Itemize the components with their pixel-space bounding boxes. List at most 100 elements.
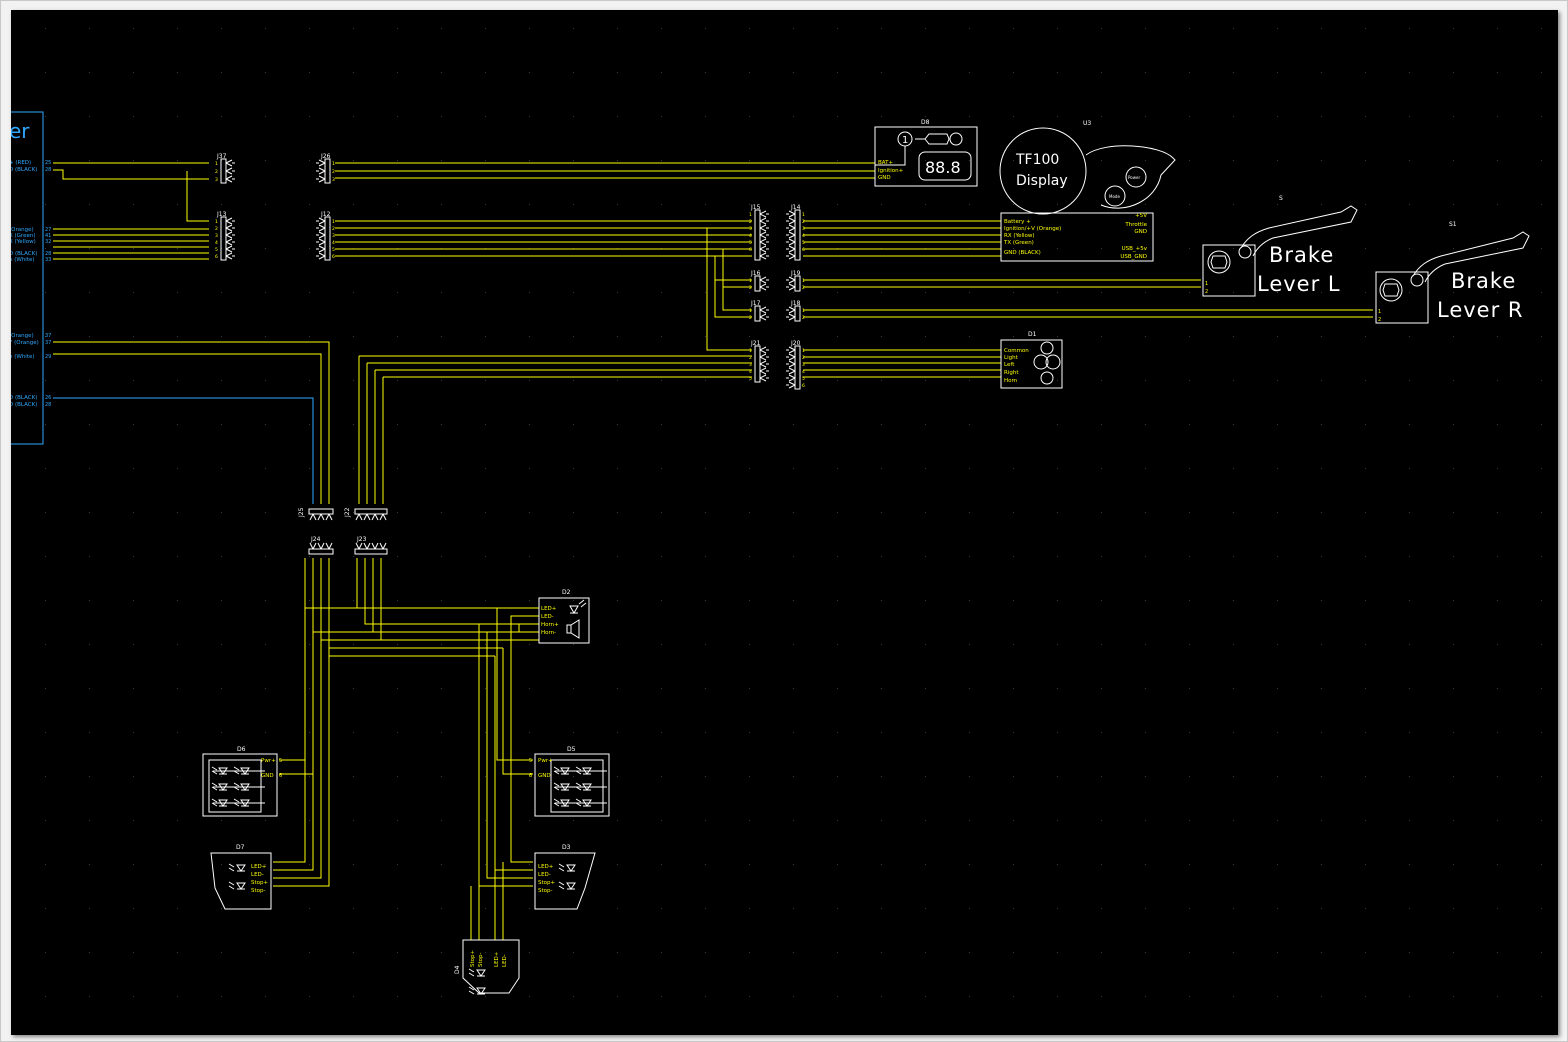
pin-number: 1 [749, 278, 752, 284]
pin-label: USB_+5v [1122, 246, 1148, 252]
svg-text:1: 1 [1378, 309, 1381, 315]
brake-l-body [1202, 244, 1256, 297]
svg-text:5: 5 [529, 758, 532, 764]
d8-pin-gnd: GND [878, 175, 891, 181]
connector-label: J37 [216, 153, 227, 160]
d8-ignition-meter[interactable]: D8 1 88.8 BAT+ Ignition+ GND [874, 119, 978, 187]
pin-number: 2 [215, 169, 218, 175]
pin-number: 1 [749, 348, 752, 354]
d2-horn-module[interactable]: D2 LED+LED-Horn+Horn- [538, 589, 590, 644]
pin-label: GND (BLACK) [1004, 250, 1041, 256]
d8-pin-bat: BAT+ [878, 160, 893, 166]
controller-pin-number: 28 [45, 251, 51, 257]
pin-number: 2 [332, 226, 335, 232]
controller-pin-number: 29 [45, 354, 51, 360]
display-connector-box [1000, 212, 1154, 262]
connector-label: J19 [790, 270, 801, 277]
pin-label: Horn- [541, 630, 556, 636]
pin-number: 6 [802, 247, 805, 253]
d4-tail-light[interactable]: D4 Stop+Stop-LED+LED- [454, 939, 520, 995]
controller-block[interactable]: er + (RED)25D (BLACK)28(Orange)27X (Gree… [11, 111, 51, 445]
pin-number: 5 [332, 247, 335, 253]
pin-label: Common [1004, 348, 1029, 354]
pin-label: Stop+ [470, 949, 476, 967]
d6-light-bar[interactable]: D6 Pwr+ GND 5 6 [202, 746, 282, 817]
pin-number: 3 [749, 226, 752, 232]
svg-text:6: 6 [279, 773, 282, 779]
pin-label: Stop- [251, 888, 266, 894]
pin-number: 5 [802, 376, 805, 382]
pin-number: 1 [802, 278, 805, 284]
pin-number: 2 [802, 219, 805, 225]
pin-number: 2 [332, 169, 335, 175]
controller-pin-label: n (White) [11, 257, 35, 263]
d7-tail-light[interactable]: D7 LED+LED-Stop+Stop- [210, 844, 272, 910]
connector-label: J13 [216, 211, 227, 218]
pin-number: 4 [749, 233, 752, 239]
pin-label: Stop- [478, 952, 484, 967]
connector-j24[interactable]: J24 [308, 536, 334, 555]
connector-label: J12 [320, 211, 331, 218]
pin-label: Right [1004, 370, 1019, 376]
pin-number: 2 [749, 355, 752, 361]
connector-label: J20 [790, 340, 801, 347]
connector-j23[interactable]: J23 [354, 536, 388, 555]
pin-number: 2 [749, 285, 752, 291]
connector-label: J14 [790, 204, 801, 211]
connector-j22[interactable]: J22 [344, 507, 388, 521]
schematic-diagram: er + (RED)25D (BLACK)28(Orange)27X (Gree… [11, 28, 1542, 997]
pin-label: LED- [541, 614, 554, 620]
controller-pin-label: D (BLACK) [11, 402, 37, 408]
u3-mode: Mode [1109, 194, 1120, 199]
pin-number: 1 [802, 212, 805, 218]
d5-light-bar[interactable]: D5 Pwr+ GND 5 6 [529, 746, 610, 817]
pin-number: 1 [332, 161, 335, 167]
d6-pin-pwr: Pwr+ [261, 758, 276, 764]
d3-tail-light[interactable]: D3 LED+LED-Stop+Stop- [534, 844, 596, 910]
pin-label: Horn [1004, 378, 1018, 384]
pin-number: 6 [749, 247, 752, 253]
brake-r-ref: S1 [1449, 221, 1457, 228]
d5-ref: D5 [567, 746, 576, 753]
pin-number: 2 [749, 219, 752, 225]
controller-pin-label: X (Yellow) [11, 239, 36, 245]
brake-lever-right[interactable]: S1 Brake Lever R 1 2 [1375, 221, 1530, 324]
connector-j25[interactable]: J25 [298, 507, 334, 521]
controller-pin-number: 32 [45, 239, 51, 245]
pin-label: Stop+ [538, 880, 556, 886]
controller-pin-label: D (BLACK) [11, 167, 37, 173]
controller-pin-label: Y (Orange) [11, 340, 39, 346]
brake-lever-left[interactable]: S Brake Lever L 1 2 [1202, 195, 1358, 297]
d8-pin-ignition: Ignition+ [878, 168, 904, 174]
controller-pin-number: 26 [45, 395, 51, 401]
pin-label: Battery + [1004, 219, 1031, 225]
u3-tf100-display[interactable]: U3 TF100 Display Power Mode Battery +Ign… [999, 120, 1176, 262]
pin-number: 1 [332, 219, 335, 225]
d5-pin-gnd: GND [538, 773, 551, 779]
d3-ref: D3 [562, 844, 571, 851]
controller-pin-label: + (RED) [11, 160, 31, 166]
connectors: J37123J13123456J26123J12123456J15123456J… [215, 153, 805, 555]
controller-pin-label: D (BLACK) [11, 251, 37, 257]
controller-pin-number: 28 [45, 402, 51, 408]
wires [53, 162, 1373, 940]
pin-number: 5 [749, 240, 752, 246]
d8-ref: D8 [921, 119, 930, 126]
d8-digits: 88.8 [925, 158, 961, 177]
connector-label: J21 [750, 340, 761, 347]
controller-outline [11, 111, 44, 445]
